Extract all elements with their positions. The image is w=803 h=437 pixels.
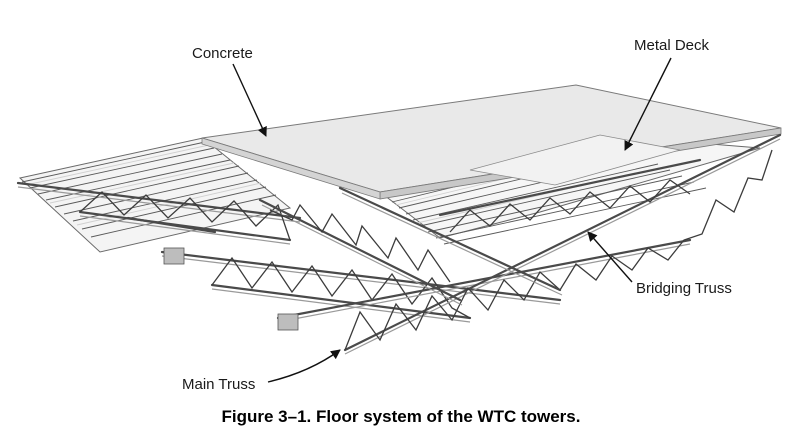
main-truss-middle: [160, 247, 562, 323]
main-truss-back: [16, 181, 302, 245]
main-truss-label: Main Truss: [182, 376, 255, 393]
metal-deck-label: Metal Deck: [634, 37, 710, 54]
left-deck: [18, 137, 292, 253]
bridging-truss-label: Bridging Truss: [636, 280, 732, 297]
left-deck-ribs: [21, 141, 277, 238]
bridging-truss: [258, 158, 702, 306]
main-truss-front: [276, 133, 782, 355]
bridging-truss-callout: Bridging Truss: [587, 231, 732, 297]
figure-caption: Figure 3–1. Floor system of the WTC towe…: [222, 407, 581, 426]
concrete-slab: [201, 84, 782, 200]
concrete-label: Concrete: [192, 45, 253, 62]
main-truss-callout: Main Truss: [182, 349, 341, 393]
concrete-callout: Concrete: [192, 45, 267, 137]
metal-deck-callout: Metal Deck: [624, 37, 710, 151]
